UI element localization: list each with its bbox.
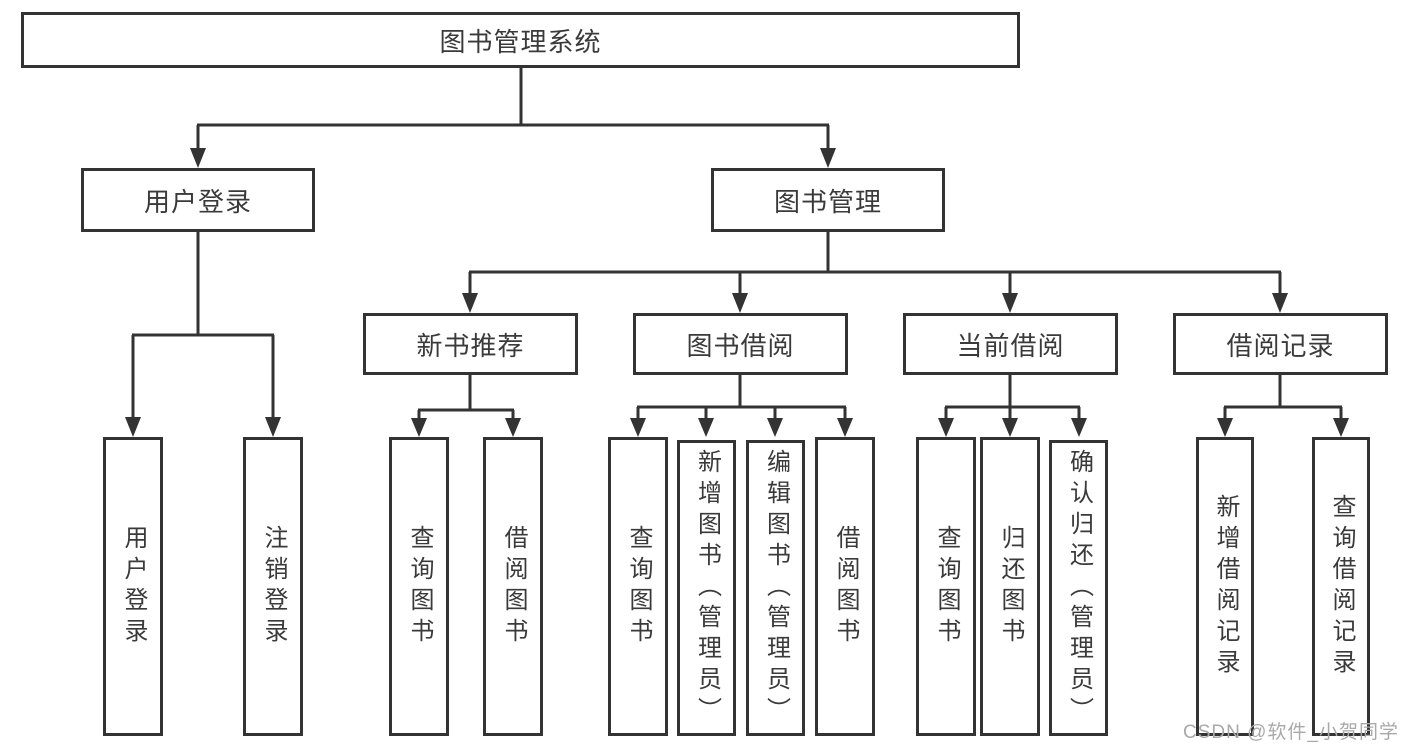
leaf-logout: 注销登录 bbox=[243, 437, 303, 736]
node-label: 当前借阅 bbox=[956, 330, 1065, 361]
node-label: 用户登录 bbox=[143, 186, 252, 217]
leaf-user-login: 用户登录 bbox=[103, 437, 163, 736]
node-book-borrowing: 图书借阅 bbox=[633, 313, 848, 375]
leaf-label: 查询借阅记录 bbox=[1328, 493, 1355, 680]
leaf-label: 编辑图书（管理员） bbox=[762, 448, 790, 728]
leaf-label: 查询图书 bbox=[625, 524, 652, 649]
node-current-borrowing: 当前借阅 bbox=[903, 313, 1118, 375]
leaf-borrowing-borrow-books: 借阅图书 bbox=[815, 437, 875, 736]
leaf-label: 确认归还（管理员） bbox=[1065, 448, 1093, 728]
leaf-label: 新增图书（管理员） bbox=[693, 448, 721, 728]
node-label: 图书管理系统 bbox=[439, 26, 602, 57]
leaf-label: 借阅图书 bbox=[500, 524, 527, 649]
leaf-records-add-record: 新增借阅记录 bbox=[1196, 437, 1254, 736]
leaf-borrowing-add-books: 新增图书（管理员） bbox=[677, 440, 736, 736]
node-label: 新书推荐 bbox=[416, 330, 525, 361]
leaf-label: 新增借阅记录 bbox=[1212, 493, 1239, 680]
leaf-label: 注销登录 bbox=[260, 524, 287, 649]
leaf-label: 借阅图书 bbox=[832, 524, 859, 649]
leaf-label: 归还图书 bbox=[997, 524, 1024, 649]
node-label: 借阅记录 bbox=[1226, 330, 1335, 361]
node-borrow-records: 借阅记录 bbox=[1173, 313, 1388, 375]
node-user-login: 用户登录 bbox=[81, 168, 315, 232]
leaf-label: 查询图书 bbox=[406, 524, 433, 649]
node-label: 图书管理 bbox=[773, 186, 882, 217]
leaf-current-return-books: 归还图书 bbox=[980, 437, 1040, 736]
leaf-newbooks-borrow-books: 借阅图书 bbox=[483, 437, 543, 736]
leaf-label: 查询图书 bbox=[933, 524, 960, 649]
node-book-management: 图书管理 bbox=[711, 168, 945, 232]
leaf-current-confirm-return: 确认归还（管理员） bbox=[1049, 440, 1108, 736]
node-new-book-recommend: 新书推荐 bbox=[363, 313, 578, 375]
leaf-borrowing-query-books: 查询图书 bbox=[608, 437, 668, 736]
leaf-newbooks-query-books: 查询图书 bbox=[389, 437, 449, 736]
leaf-records-query-record: 查询借阅记录 bbox=[1312, 437, 1370, 736]
leaf-borrowing-edit-books: 编辑图书（管理员） bbox=[746, 440, 805, 736]
watermark: CSDN @软件_小贺同学 bbox=[1183, 722, 1399, 743]
leaf-label: 用户登录 bbox=[120, 524, 147, 649]
leaf-current-query-books: 查询图书 bbox=[916, 437, 976, 736]
node-root: 图书管理系统 bbox=[21, 12, 1020, 68]
node-label: 图书借阅 bbox=[686, 330, 795, 361]
